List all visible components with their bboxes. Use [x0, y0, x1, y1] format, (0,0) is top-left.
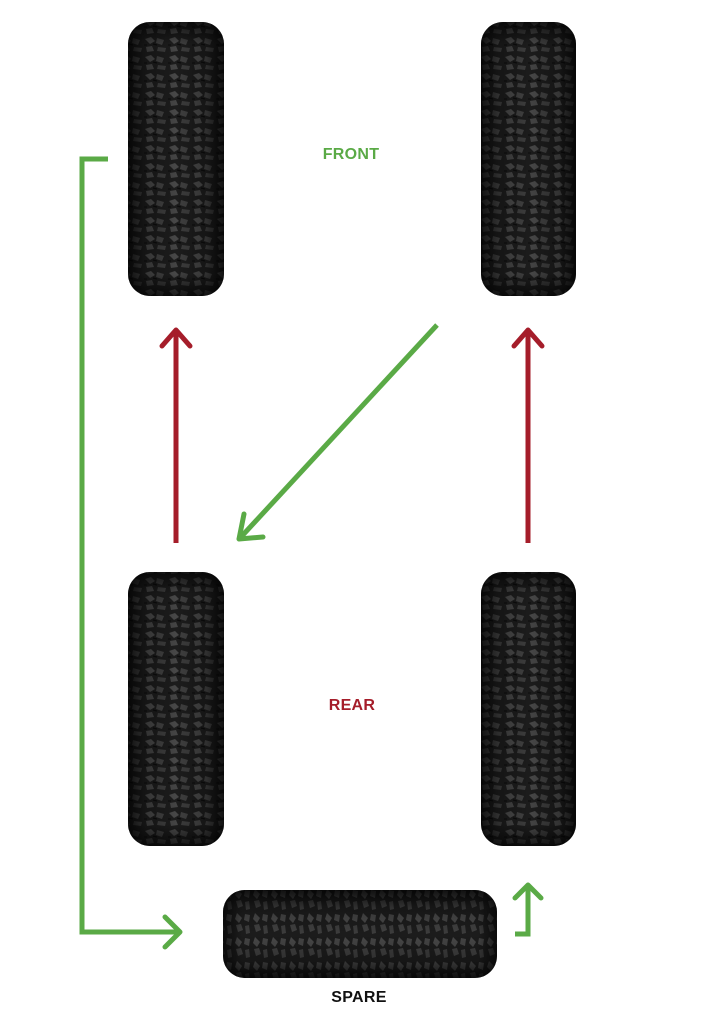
tire-spare	[223, 890, 497, 978]
arrow-rear-left-to-front-left	[159, 327, 193, 543]
tire-rear-right	[481, 572, 576, 846]
tire-front-left	[128, 22, 224, 296]
arrow-front-left-to-spare	[79, 156, 183, 950]
arrow-front-right-to-rear-left	[236, 323, 439, 542]
arrow-spare-to-rear-right	[512, 882, 544, 937]
arrow-rear-right-to-front-right	[511, 327, 545, 543]
tire-front-right	[481, 22, 576, 296]
spare-label: SPARE	[331, 989, 387, 1006]
rear-label: REAR	[328, 697, 376, 714]
front-label: FRONT	[322, 146, 380, 163]
tire-rear-left	[128, 572, 224, 846]
